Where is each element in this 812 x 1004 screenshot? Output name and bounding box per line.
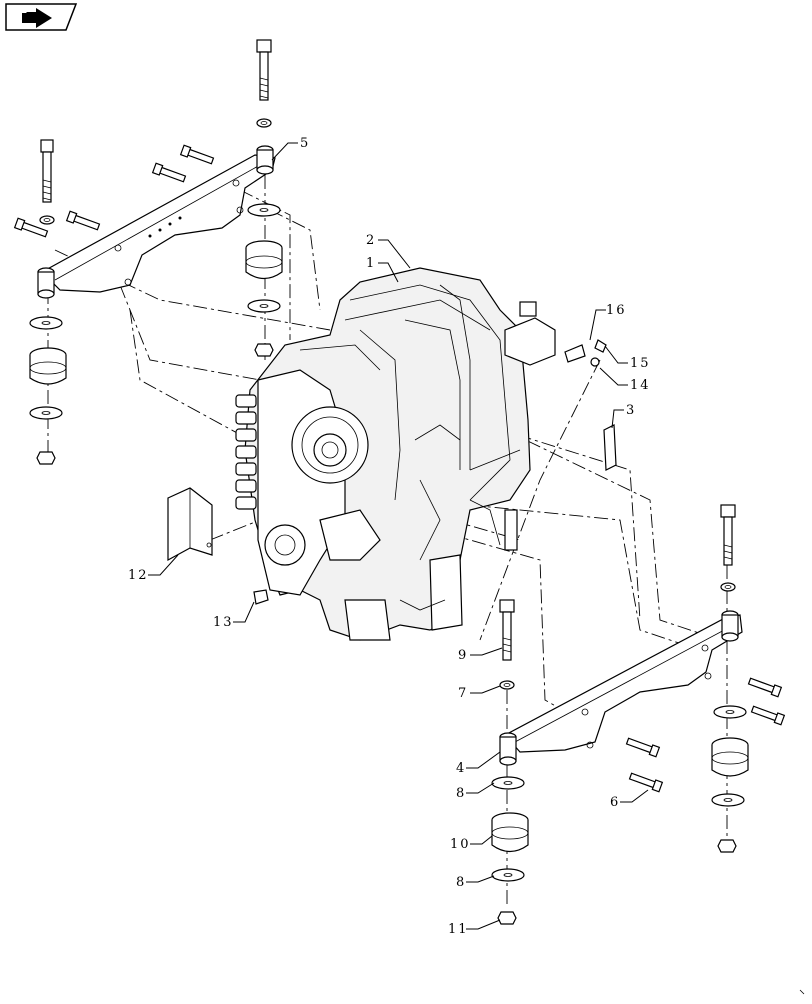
callout-5: 5 [300,136,310,151]
callout-11: 11 [448,922,469,937]
bracket-bore-holes [148,216,182,238]
solenoid-valves [235,394,257,510]
right-mounting-bracket [499,610,743,766]
plug [253,589,269,605]
callout-2: 2 [366,233,376,248]
small-bracket [603,424,617,471]
bracket-bolts-left [13,144,215,238]
callout-4: 4 [456,761,466,776]
right-stud-stack [711,504,749,853]
callout-14: 14 [630,378,651,393]
left-stud-stack [29,139,67,465]
transmission-assembly [235,267,556,641]
leader-lines [148,142,649,930]
callout-3: 3 [626,403,636,418]
fittings [564,339,607,367]
callout-9: 9 [458,648,468,663]
next-page-arrow-icon[interactable] [5,3,78,31]
left-mounting-bracket [37,145,276,299]
callout-7: 7 [458,686,468,701]
callout-15: 15 [630,356,651,371]
callout-13: 13 [213,615,234,630]
callout-10: 10 [450,837,471,852]
mid-stud-stack [245,39,283,357]
callout-1: 1 [366,256,376,271]
cover-plate [167,487,213,562]
center-stud-stack [491,599,529,925]
callout-8-upper: 8 [456,786,466,801]
callout-8-lower: 8 [456,875,466,890]
callout-12: 12 [128,568,149,583]
bracket-bolts-right [625,677,786,793]
callout-6: 6 [610,795,620,810]
callout-16: 16 [606,303,627,318]
callout-labels: 2 1 5 3 16 15 14 12 13 9 7 4 8 10 8 11 6 [128,136,651,937]
